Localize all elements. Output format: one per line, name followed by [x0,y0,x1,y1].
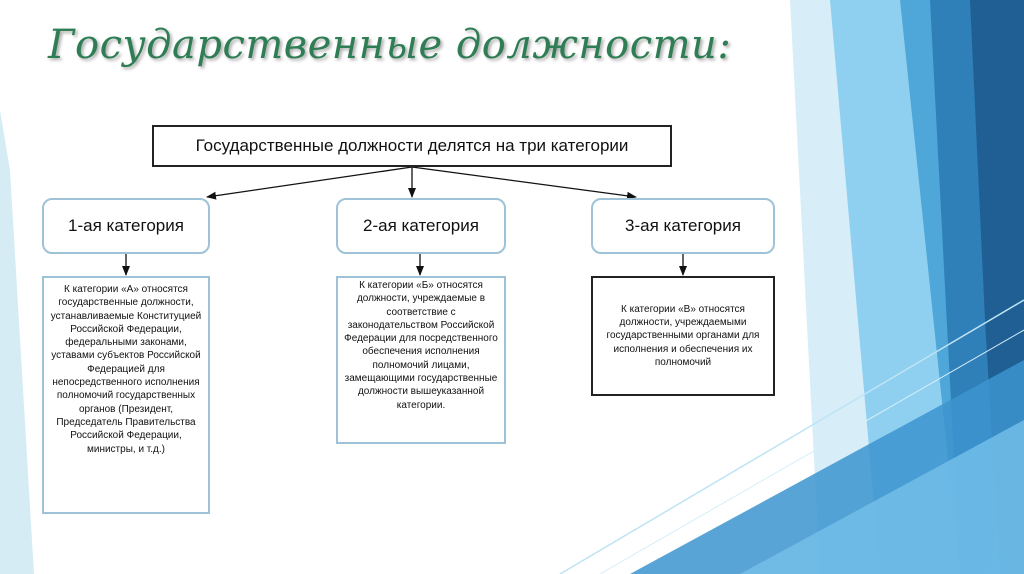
decor-line-2 [599,329,1024,574]
category-3-description-text: К категории «В» относятся должности, учр… [606,303,760,368]
left-edge-stripe [0,110,34,574]
category-2-description: К категории «Б» относятся должности, учр… [336,276,506,444]
category-1-description: К категории «А» относятся государственны… [42,276,210,514]
arrow-root-to-cat1 [206,166,413,200]
slide-title: Государственные должности: [48,22,732,68]
category-2-box: 2-ая категория [336,198,506,254]
decor-bottom-light [740,420,1024,574]
category-1-box: 1-ая категория [42,198,210,254]
category-3-box: 3-ая категория [591,198,775,254]
root-category-box: Государственные должности делятся на три… [152,125,672,167]
category-3-description: К категории «В» относятся должности, учр… [591,276,775,396]
decor-line [559,299,1024,574]
arrow-root-to-cat3 [411,166,637,200]
